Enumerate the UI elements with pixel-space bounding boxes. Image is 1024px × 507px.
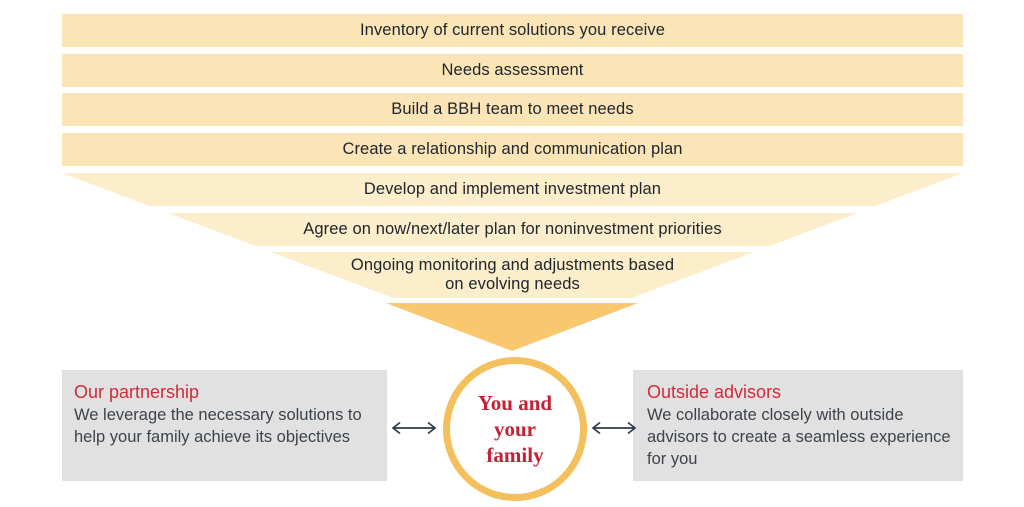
- funnel-step-6-bar: [168, 213, 857, 246]
- funnel-step-1-bar: [62, 14, 963, 47]
- our-partnership-body: We leverage the necessary solutions to h…: [74, 406, 362, 446]
- funnel-step-1-label: Inventory of current solutions you recei…: [359, 20, 666, 39]
- outside-advisors-body: We collaborate closely with outside advi…: [647, 406, 951, 468]
- funnel-step-7: Ongoing monitoring and adjustments based…: [62, 252, 963, 298]
- our-partnership-title: Our partnership: [74, 382, 200, 402]
- double-arrow-left-icon: [388, 420, 440, 436]
- funnel-step-7-label: Ongoing monitoring and adjustments based…: [350, 255, 675, 294]
- funnel-step-3-bar: [62, 93, 963, 126]
- funnel-step-4: Create a relationship and communication …: [62, 133, 963, 166]
- funnel-tip-triangle: [386, 303, 638, 351]
- funnel-step-5: Develop and implement investment plan: [62, 173, 963, 206]
- funnel-step-6: Agree on now/next/later plan for noninve…: [62, 213, 963, 246]
- our-partnership-box: Our partnership We leverage the necessar…: [62, 370, 387, 481]
- funnel-step-5-label: Develop and implement investment plan: [363, 179, 662, 198]
- funnel-step-3: Build a BBH team to meet needs: [62, 93, 963, 126]
- funnel-step-4-label: Create a relationship and communication …: [342, 139, 683, 158]
- funnel-step-4-bar: [62, 133, 963, 166]
- funnel-step-2: Needs assessment: [62, 54, 963, 87]
- double-arrow-right-icon: [588, 420, 640, 436]
- funnel-step-2-bar: [62, 54, 963, 87]
- funnel-step-6-label: Agree on now/next/later plan for noninve…: [303, 219, 722, 238]
- outside-advisors-title: Outside advisors: [647, 382, 782, 402]
- funnel-step-3-label: Build a BBH team to meet needs: [391, 99, 634, 118]
- funnel-step-5-bar: [62, 173, 963, 206]
- outside-advisors-box: Outside advisors We collaborate closely …: [633, 370, 963, 481]
- you-and-your-family-circle: You and your family: [443, 357, 587, 501]
- funnel-step-2-label: Needs assessment: [441, 60, 584, 79]
- funnel-step-1: Inventory of current solutions you recei…: [62, 14, 963, 47]
